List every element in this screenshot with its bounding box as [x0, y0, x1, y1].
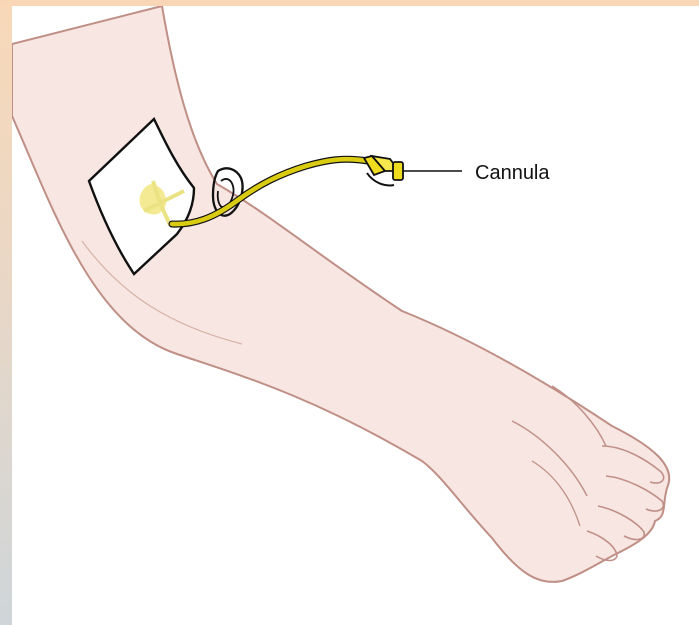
connector — [364, 156, 403, 185]
cannula-label: Cannula — [475, 163, 550, 183]
arm-shape — [12, 6, 669, 582]
diagram-canvas: Cannula — [12, 6, 699, 625]
arm-diagram — [12, 6, 699, 625]
frame-left-border — [0, 0, 12, 625]
